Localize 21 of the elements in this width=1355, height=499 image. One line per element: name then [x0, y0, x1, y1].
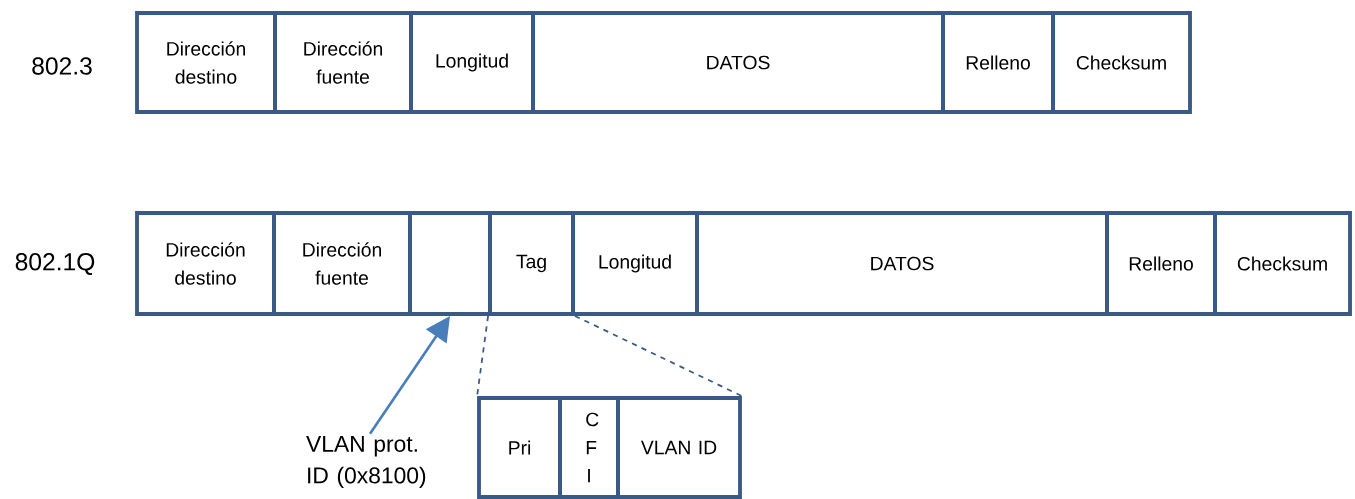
field-box: DATOS: [695, 211, 1109, 316]
dashed-line: [476, 315, 489, 397]
field-box: Dirección destino: [135, 11, 277, 114]
field-box: Relleno: [941, 11, 1055, 114]
field-box: Longitud: [409, 11, 535, 114]
field-box: Checksum: [1213, 211, 1352, 316]
caption-text: VLAN prot. ID (0x8100): [306, 436, 426, 489]
field-box: Pri: [477, 396, 562, 499]
field-box: Relleno: [1105, 211, 1217, 316]
field-box: Checksum: [1051, 11, 1192, 114]
field-box: Dirección fuente: [272, 211, 412, 316]
dashed-line: [574, 315, 743, 397]
field-box: DATOS: [531, 11, 945, 114]
field-box: Tag: [488, 211, 575, 316]
field-box: VLAN ID: [616, 396, 742, 499]
field-box: Dirección fuente: [273, 11, 413, 114]
field-box: Longitud: [571, 211, 699, 316]
frame-label: 802.3: [32, 57, 92, 75]
frame-label: 802.1Q: [15, 253, 95, 275]
field-box: C F I: [558, 396, 620, 499]
field-box: Dirección destino: [135, 211, 276, 316]
